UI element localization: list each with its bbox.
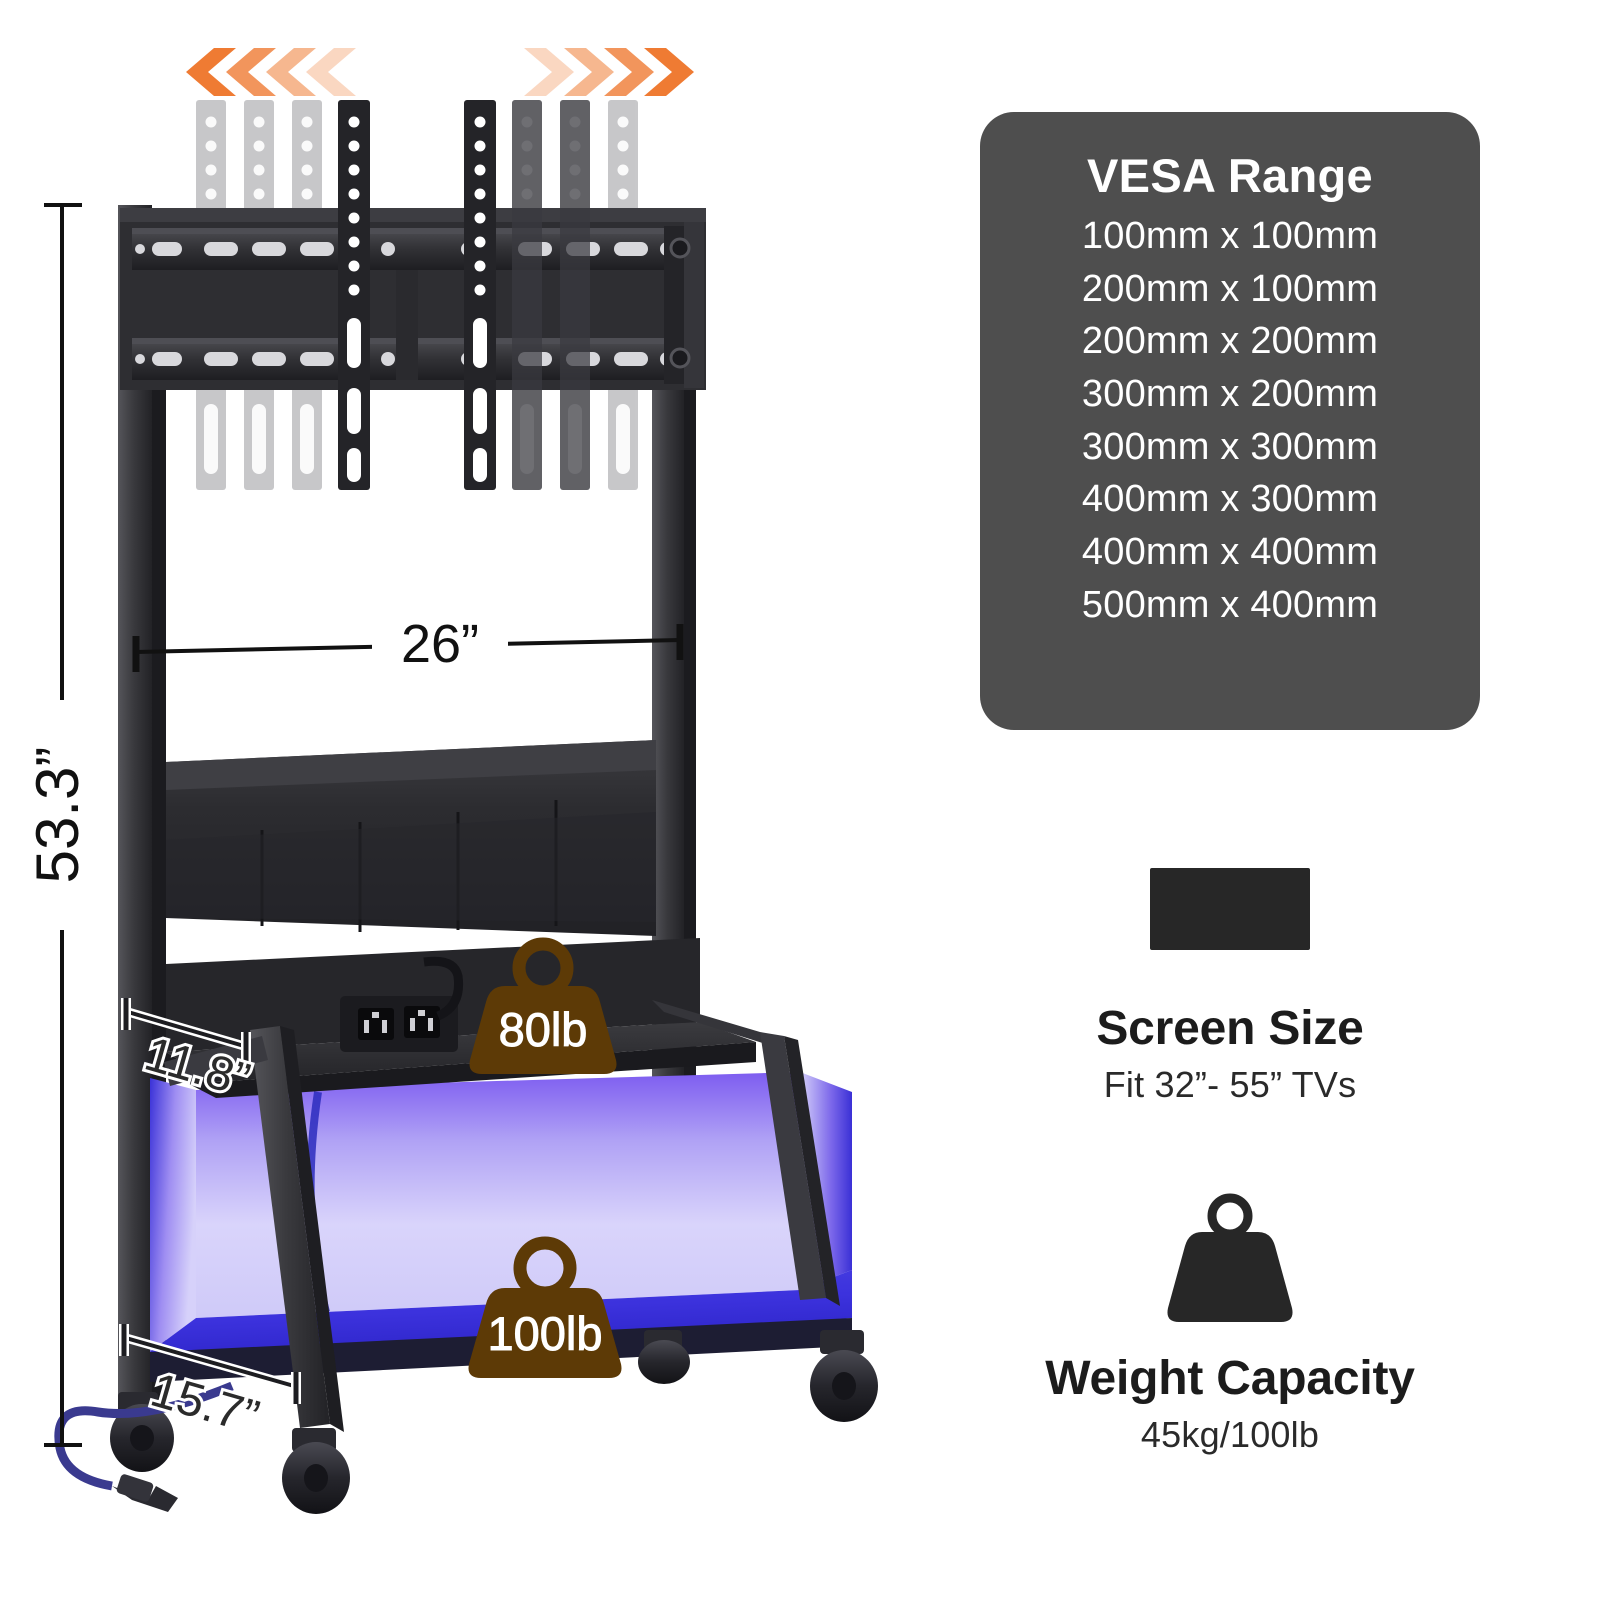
vesa-size-item: 400mm x 300mm <box>1081 478 1379 521</box>
vesa-size-item: 500mm x 400mm <box>1081 583 1379 626</box>
dimension-width: 26” <box>132 608 684 674</box>
vesa-size-item: 300mm x 200mm <box>1081 373 1379 416</box>
vesa-size-item: 300mm x 300mm <box>1081 425 1379 468</box>
storage-pouch-organizer <box>166 740 656 936</box>
vesa-size-item: 200mm x 200mm <box>1081 320 1379 363</box>
weight-capacity-title: Weight Capacity <box>1045 1352 1415 1405</box>
vesa-size-item: 100mm x 100mm <box>1081 215 1379 258</box>
vesa-size-list: 100mm x 100mm 200mm x 100mm 200mm x 200m… <box>980 210 1480 631</box>
vesa-range-title: VESA Range <box>1087 149 1373 202</box>
load-badge-bottom-label: 100lb <box>488 1307 603 1360</box>
tv-mount-bracket <box>120 208 706 390</box>
power-outlet-icon <box>340 956 464 1052</box>
vesa-size-item: 400mm x 400mm <box>1081 530 1379 573</box>
vesa-rails-front <box>338 100 590 490</box>
dimension-height: 53.3” <box>24 203 94 1447</box>
vesa-range-card: VESA Range 100mm x 100mm 200mm x 100mm 2… <box>980 112 1480 730</box>
screen-size-feature: Screen Size Fit 32”- 55” TVs <box>980 868 1480 1106</box>
power-cord-plug-icon <box>54 1381 234 1512</box>
product-illustration: 53.3” 26” 11.8” 15.7” 80lb 100lb <box>24 48 878 1514</box>
vesa-size-item: 200mm x 100mm <box>1081 267 1379 310</box>
weight-capacity-feature: Weight Capacity 45kg/100lb <box>980 1190 1480 1456</box>
weight-icon <box>980 1190 1480 1330</box>
screen-size-title: Screen Size <box>1096 1002 1364 1055</box>
weight-capacity-subtitle: 45kg/100lb <box>1140 1413 1320 1455</box>
dimension-width-label: 26” <box>401 614 479 674</box>
dimension-height-label: 53.3” <box>24 747 91 884</box>
chevrons-left-icon <box>186 48 356 96</box>
load-badge-top-label: 80lb <box>499 1003 588 1056</box>
caster-wheels <box>110 1330 878 1514</box>
chevrons-right-icon <box>524 48 694 96</box>
tv-screen-icon <box>1150 868 1310 950</box>
load-badge-bottom-shelf: 100lb <box>468 1236 622 1378</box>
load-badge-top-shelf: 80lb <box>469 937 617 1074</box>
screen-size-subtitle: Fit 32”- 55” TVs <box>1103 1063 1357 1105</box>
